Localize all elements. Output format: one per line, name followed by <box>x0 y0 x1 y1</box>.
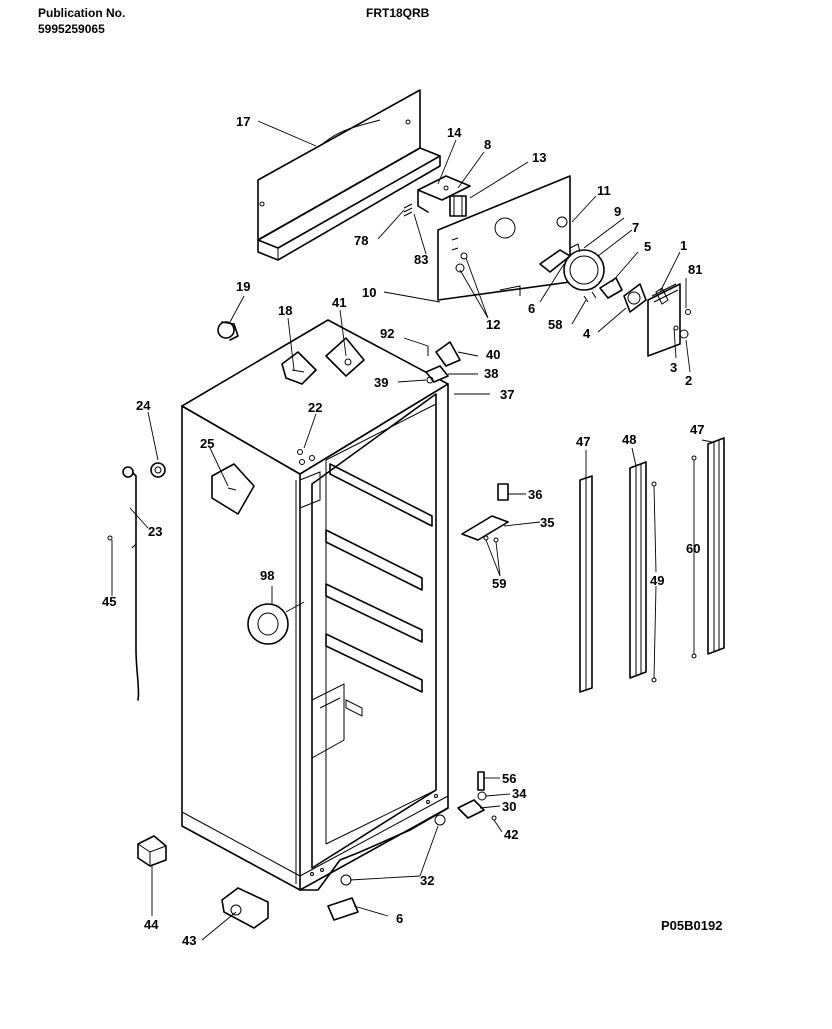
callout-5: 5 <box>644 239 651 254</box>
callout-60: 60 <box>686 541 700 556</box>
center-hinge <box>461 483 509 543</box>
model-number: FRT18QRB <box>366 6 430 20</box>
callout-6: 6 <box>396 911 403 926</box>
callout-1: 1 <box>680 238 687 253</box>
callout-36: 36 <box>528 487 542 502</box>
top-trim-panel <box>257 89 441 261</box>
grommet-19 <box>217 321 239 341</box>
publication-number: 5995259065 <box>38 22 105 36</box>
mounting-plate-18 <box>281 351 317 385</box>
callout-43: 43 <box>182 933 196 948</box>
figure-code: P05B0192 <box>661 918 723 933</box>
callout-83: 83 <box>414 252 428 267</box>
callout-10: 10 <box>362 285 376 300</box>
callout-30: 30 <box>502 799 516 814</box>
callout-22: 22 <box>308 400 322 415</box>
top-hinge-parts <box>425 341 466 395</box>
callout-56: 56 <box>502 771 516 786</box>
mounting-plate-41 <box>325 337 365 377</box>
callout-numbers: 17 14 8 13 78 83 11 9 7 5 1 81 10 12 6 5… <box>102 114 704 948</box>
callout-6-fan: 6 <box>528 301 535 316</box>
callout-42: 42 <box>504 827 518 842</box>
callout-34: 34 <box>512 786 527 801</box>
callout-23: 23 <box>148 524 162 539</box>
callout-47-right: 47 <box>690 422 704 437</box>
callout-39: 39 <box>374 375 388 390</box>
part-44 <box>137 835 167 867</box>
callout-78: 78 <box>354 233 368 248</box>
callout-12: 12 <box>486 317 500 332</box>
callout-19: 19 <box>236 279 250 294</box>
callout-7: 7 <box>632 220 639 235</box>
bottom-hinge <box>457 771 497 821</box>
grommet-98 <box>247 603 289 645</box>
drain-tube <box>107 462 166 701</box>
callout-35: 35 <box>540 515 554 530</box>
control-housing <box>647 283 691 357</box>
callout-2: 2 <box>685 373 692 388</box>
callout-38: 38 <box>484 366 498 381</box>
fan-motor-assembly <box>539 243 647 313</box>
callout-40: 40 <box>486 347 500 362</box>
callout-58: 58 <box>548 317 562 332</box>
callout-98: 98 <box>260 568 274 583</box>
callout-49: 49 <box>650 573 664 588</box>
leveler-43 <box>221 887 269 929</box>
callout-9: 9 <box>614 204 621 219</box>
callout-41: 41 <box>332 295 346 310</box>
callout-25: 25 <box>200 436 214 451</box>
callout-32: 32 <box>420 873 434 888</box>
publication-label: Publication No. <box>38 6 126 20</box>
callout-37: 37 <box>500 387 514 402</box>
plug-32-a <box>434 814 446 826</box>
callout-14: 14 <box>447 125 462 140</box>
callout-17: 17 <box>236 114 250 129</box>
callout-44: 44 <box>144 917 159 932</box>
plug-32-b <box>340 874 352 886</box>
evaporator-cover <box>437 175 571 301</box>
cabinet-shell <box>181 319 449 891</box>
callout-18: 18 <box>278 303 292 318</box>
callout-24: 24 <box>136 398 151 413</box>
callout-11: 11 <box>597 183 611 198</box>
callout-3: 3 <box>670 360 677 375</box>
callout-81: 81 <box>688 262 702 277</box>
callout-48: 48 <box>622 432 636 447</box>
callout-8: 8 <box>484 137 491 152</box>
bracket-assembly <box>403 175 471 217</box>
callout-4: 4 <box>583 326 591 341</box>
clip-6 <box>327 897 359 921</box>
callout-47-left: 47 <box>576 434 590 449</box>
bracket-25 <box>211 463 255 515</box>
callout-45: 45 <box>102 594 116 609</box>
door-trim-strips <box>579 437 725 693</box>
callout-13: 13 <box>532 150 546 165</box>
leader-lines <box>111 120 713 941</box>
callout-59: 59 <box>492 576 506 591</box>
callout-92: 92 <box>380 326 394 341</box>
